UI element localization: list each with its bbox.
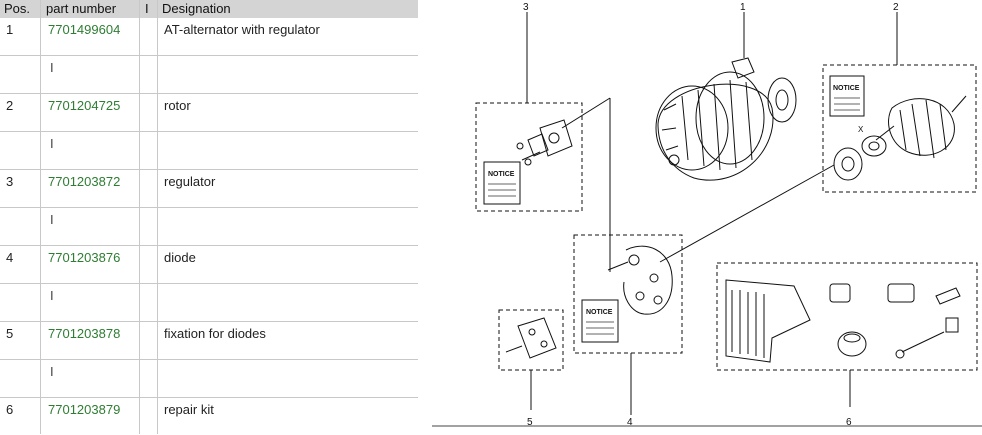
group-box-3 [475,102,583,212]
row-separator-mark: I [50,288,54,303]
row-part-number[interactable]: 7701203878 [48,326,121,341]
header-separator: I [145,1,149,16]
row-separator-mark: I [50,212,54,227]
table-row[interactable]: 1 7701499604 AT-alternator with regulato… [0,18,418,56]
notice-label: NOTICE [488,171,515,178]
row-part-number[interactable]: 7701203876 [48,250,121,265]
parts-table: Pos. part number I Designation 1 7701499… [0,0,418,434]
table-row-spacer: I [0,360,418,398]
row-designation: AT-alternator with regulator [164,22,320,37]
table-header: Pos. part number I Designation [0,0,418,18]
table-row[interactable]: 6 7701203879 repair kit [0,398,418,435]
row-separator-mark: I [50,136,54,151]
connector-line [561,97,611,129]
row-designation: fixation for diodes [164,326,266,341]
callout-number: 1 [740,2,746,13]
row-separator-mark: I [50,60,54,75]
row-part-number[interactable]: 7701499604 [48,22,121,37]
x-mark: X [858,125,864,134]
header-designation: Designation [162,1,231,16]
callout-number: 5 [527,417,533,428]
notice-label: NOTICE [833,85,860,92]
group-box-5 [498,309,564,371]
row-pos: 6 [6,402,14,417]
table-row-spacer: I [0,208,418,246]
regulator-illustration [516,119,573,166]
row-pos: 3 [6,174,14,189]
exploded-parts-diagram: NOTICE NOTICE NOTICE X 1 2 3 4 5 6 [432,2,982,428]
connector-line [659,164,835,263]
table-row-spacer: I [0,284,418,322]
row-designation: repair kit [164,402,214,417]
callout-number: 2 [893,2,899,13]
notice-booklet-icon [581,299,619,343]
table-row-spacer: I [0,132,418,170]
table-row[interactable]: 5 7701203878 fixation for diodes [0,322,418,360]
alternator-illustration [655,57,797,181]
row-pos: 5 [6,326,14,341]
table-row[interactable]: 3 7701203872 regulator [0,170,418,208]
group-box-4 [573,234,683,354]
rotor-illustration [833,95,967,181]
column-divider [157,0,158,434]
row-pos: 2 [6,98,14,113]
row-separator-mark: I [50,364,54,379]
header-part-number: part number [46,1,117,16]
row-part-number[interactable]: 7701204725 [48,98,121,113]
row-designation: regulator [164,174,216,189]
notice-booklet-icon [829,75,865,117]
column-divider [40,0,41,434]
callout-number: 3 [523,2,529,13]
table-row-spacer: I [0,56,418,94]
repair-kit-illustration [725,279,961,363]
notice-label: NOTICE [586,309,613,316]
table-row[interactable]: 4 7701203876 diode [0,246,418,284]
row-pos: 4 [6,250,14,265]
diode-mount-illustration [505,317,557,359]
row-designation: diode [164,250,196,265]
row-part-number[interactable]: 7701203872 [48,174,121,189]
notice-booklet-icon [483,161,521,205]
row-pos: 1 [6,22,14,37]
header-pos: Pos. [4,1,31,16]
table-row[interactable]: 2 7701204725 rotor [0,94,418,132]
column-divider [139,0,140,434]
group-box-6 [716,262,978,371]
row-designation: rotor [164,98,191,113]
callout-number: 4 [627,417,633,428]
callout-number: 6 [846,417,852,428]
row-part-number[interactable]: 7701203879 [48,402,121,417]
diode-bridge-illustration [607,245,673,315]
